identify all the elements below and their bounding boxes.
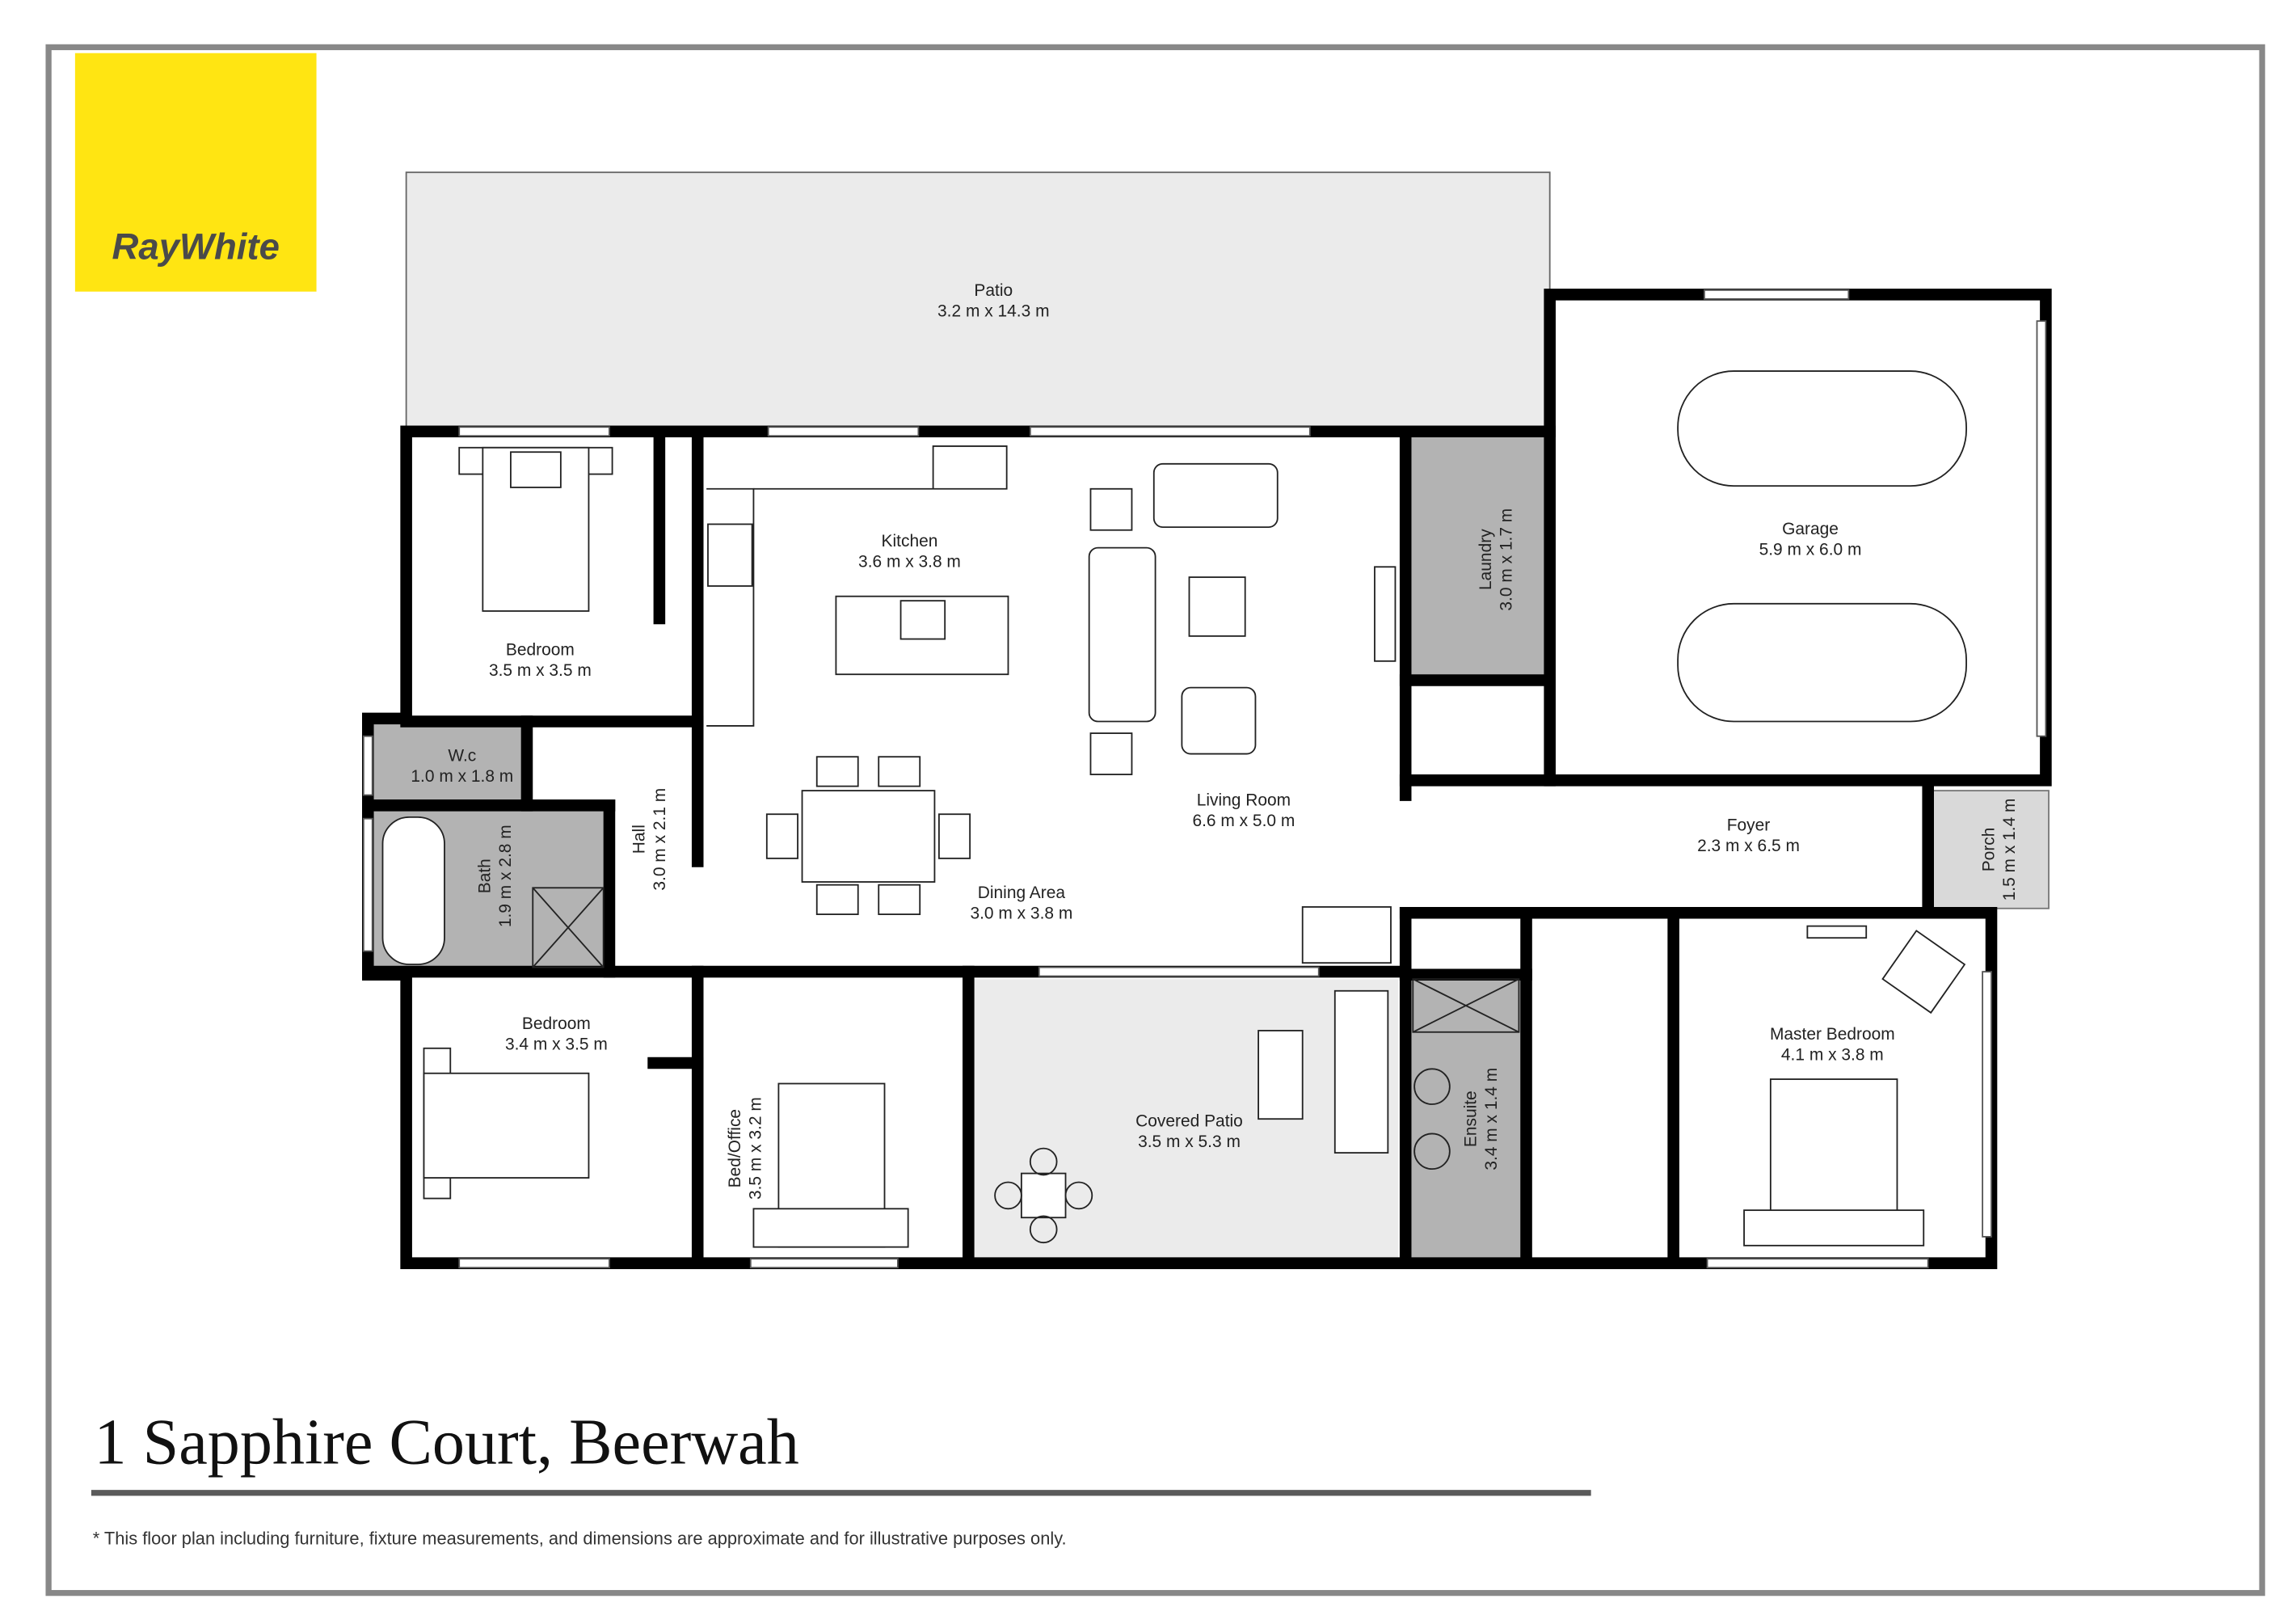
raywhite-logo: RayWhite bbox=[74, 53, 317, 292]
page-frame bbox=[45, 44, 2265, 1597]
laundry-area bbox=[1409, 437, 1546, 681]
patio-area bbox=[405, 171, 1551, 432]
wc-area bbox=[373, 724, 527, 804]
disclaimer: * This floor plan including furniture, f… bbox=[93, 1529, 1067, 1549]
windows bbox=[362, 289, 2047, 1269]
title-divider bbox=[91, 1490, 1591, 1496]
furniture bbox=[381, 370, 1967, 1248]
logo-text: RayWhite bbox=[112, 226, 280, 268]
walls bbox=[362, 289, 2052, 1269]
property-address: 1 Sapphire Court, Beerwah bbox=[95, 1407, 799, 1478]
porch-area bbox=[1930, 790, 2050, 909]
